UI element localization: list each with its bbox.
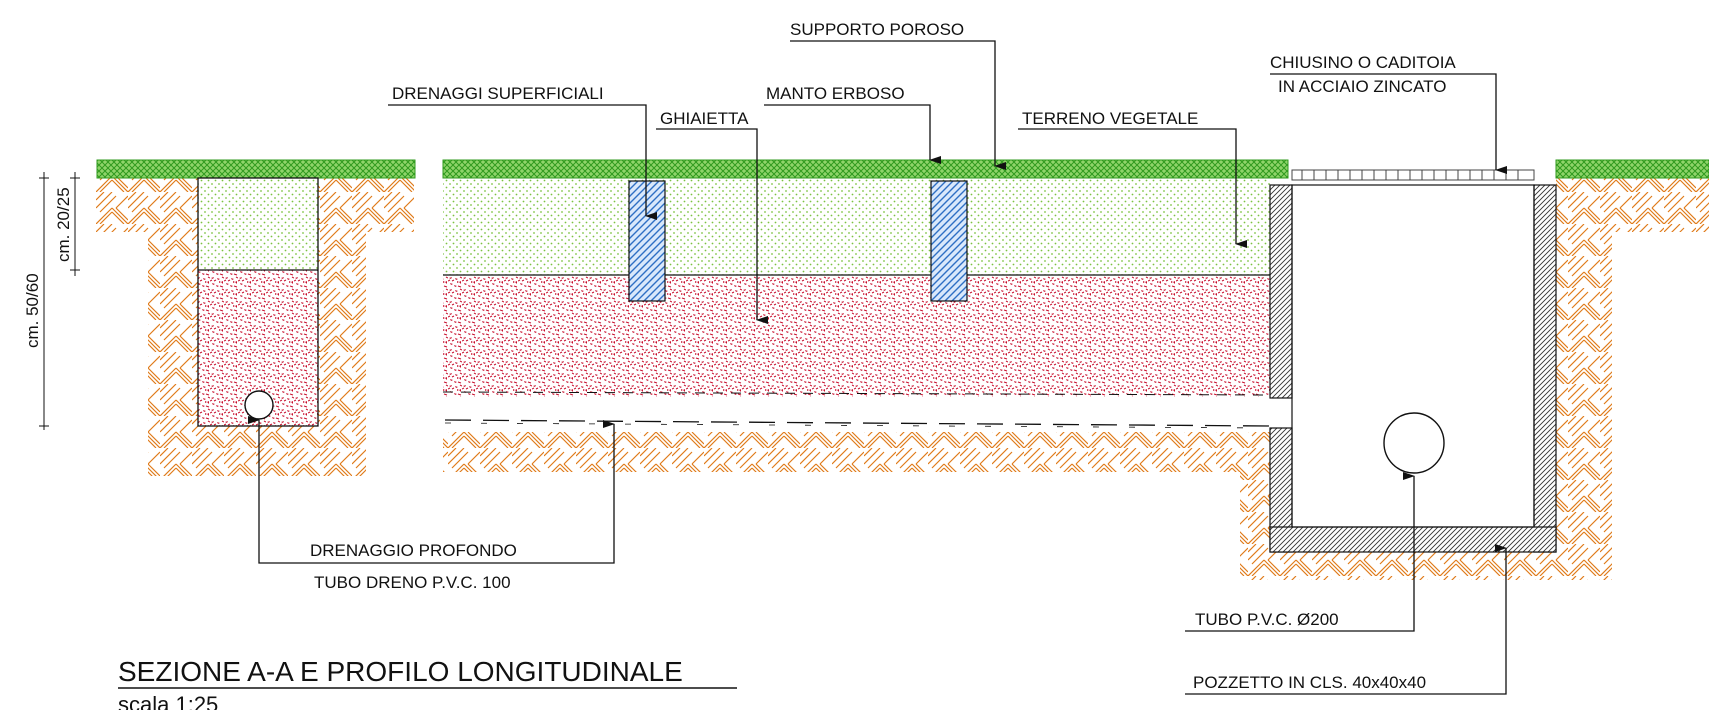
native-soil-main	[443, 432, 1270, 472]
drawing-title: SEZIONE A-A E PROFILO LONGITUDINALE	[118, 656, 683, 687]
surface-drain-1	[628, 180, 666, 302]
drawing-scale: scala 1:25	[118, 692, 218, 710]
label-manto-erboso: MANTO ERBOSO	[766, 84, 905, 103]
manhole-floor	[1269, 526, 1557, 553]
topsoil-fill-left	[198, 178, 318, 270]
gravel-layer-main	[443, 275, 1270, 397]
dimension-total-depth: cm. 50/60	[23, 172, 49, 430]
cross-section-a-a: cm. 50/60 cm. 20/25	[23, 159, 416, 476]
pvc-pipe-200	[1383, 412, 1445, 474]
grass-layer-main	[442, 159, 1289, 179]
label-tubo-pvc-200: TUBO P.V.C. Ø200	[1195, 610, 1339, 629]
grass-layer-left	[96, 159, 416, 179]
label-pozzetto: POZZETTO IN CLS. 40x40x40	[1193, 673, 1426, 692]
manhole-wall-left-upper	[1269, 184, 1293, 399]
drain-pipe-profile	[444, 419, 1271, 427]
label-chiusino-line1: CHIUSINO O CADITOIA	[1270, 53, 1456, 72]
label-ghiaietta: GHIAIETTA	[660, 109, 749, 128]
dimension-total-depth-label: cm. 50/60	[23, 273, 42, 348]
manhole-wall-right	[1533, 184, 1557, 553]
label-terreno-vegetale: TERRENO VEGETALE	[1022, 109, 1198, 128]
topsoil-layer-main	[443, 178, 1270, 275]
dimension-topsoil-depth: cm. 20/25	[54, 172, 80, 276]
label-drenaggio-profondo: DRENAGGIO PROFONDO	[310, 541, 517, 560]
label-tubo-dreno: TUBO DRENO P.V.C. 100	[314, 573, 511, 592]
longitudinal-profile	[442, 159, 1289, 472]
native-soil-manhole	[1240, 178, 1709, 580]
drain-pipe-100	[244, 390, 274, 420]
label-supporto-poroso: SUPPORTO POROSO	[790, 20, 964, 39]
native-soil-left	[96, 178, 414, 476]
label-drenaggi-superficiali: DRENAGGI SUPERFICIALI	[392, 84, 604, 103]
dimension-topsoil-depth-label: cm. 20/25	[54, 187, 73, 262]
label-chiusino-line2: IN ACCIAIO ZINCATO	[1278, 77, 1446, 96]
manhole-pozzetto	[1240, 159, 1709, 580]
surface-drain-2	[930, 180, 968, 302]
steel-grate	[1291, 169, 1535, 181]
